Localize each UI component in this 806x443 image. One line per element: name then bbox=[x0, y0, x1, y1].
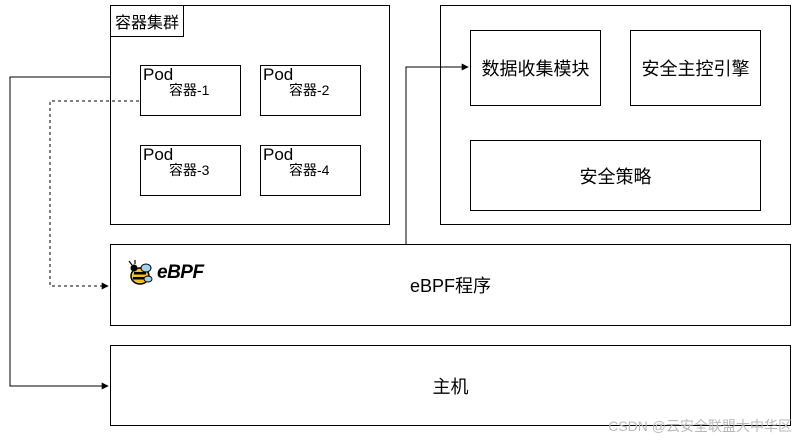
ebpf-logo: eBPF bbox=[125, 259, 204, 287]
security-policy: 安全策略 bbox=[470, 140, 761, 211]
container-label: 容器-1 bbox=[169, 82, 210, 98]
container-cluster: 容器集群 Pod 容器-1 Pod 容器-2 Pod 容器-3 Pod 容器-4 bbox=[110, 5, 390, 225]
container-label: 容器-3 bbox=[169, 162, 210, 178]
pod-4: Pod 容器-4 bbox=[260, 145, 361, 196]
cluster-title: 容器集群 bbox=[111, 6, 185, 37]
pod-label: Pod bbox=[263, 145, 294, 164]
pod-1: Pod 容器-1 bbox=[140, 65, 241, 116]
pod-label: Pod bbox=[143, 145, 174, 164]
host: 主机 bbox=[110, 345, 791, 426]
ebpf-to-collector-line bbox=[405, 63, 469, 244]
ebpf-logo-text: eBPF bbox=[157, 262, 204, 283]
pod-2: Pod 容器-2 bbox=[260, 65, 361, 116]
ebpf-program: eBPF eBPF程序 bbox=[110, 244, 791, 326]
cluster-to-host-line bbox=[9, 76, 110, 390]
security-engine: 安全主控引擎 bbox=[630, 30, 761, 106]
pod-3: Pod 容器-3 bbox=[140, 145, 241, 196]
data-collection-module: 数据收集模块 bbox=[470, 30, 601, 106]
watermark: CSDN @云安全联盟大中华区 bbox=[608, 418, 792, 434]
pod-label: Pod bbox=[263, 65, 294, 84]
bee-icon bbox=[128, 260, 153, 285]
security-area: 数据收集模块 安全主控引擎 安全策略 bbox=[440, 5, 791, 225]
container-label: 容器-2 bbox=[289, 82, 330, 98]
pod-label: Pod bbox=[143, 65, 174, 84]
container-label: 容器-4 bbox=[289, 162, 330, 178]
ebpf-program-label: eBPF程序 bbox=[409, 276, 492, 296]
container-to-ebpf-line bbox=[49, 100, 139, 290]
